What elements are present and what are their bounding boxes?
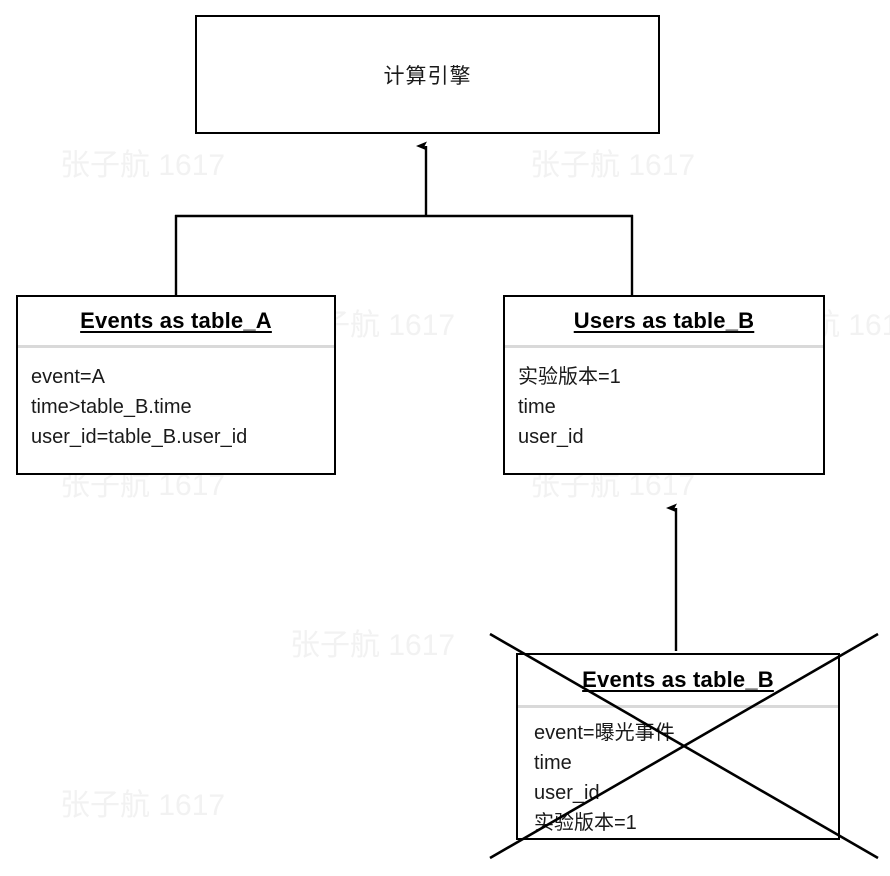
node-compute-engine-label: 计算引擎 bbox=[383, 64, 472, 88]
node-events-table-b-deleted-body: event=曝光事件 time user_id 实验版本=1 bbox=[518, 708, 838, 838]
node-events-table-b-deleted-title: Events as table_B bbox=[582, 667, 774, 692]
node-users-table-b-title: Users as table_B bbox=[573, 308, 755, 333]
node-events-table-b-deleted-header: Events as table_B bbox=[518, 655, 838, 705]
node-events-table-a[interactable]: Events as table_A event=A time>table_B.t… bbox=[16, 295, 336, 475]
node-attribute: 实验版本=1 bbox=[534, 812, 637, 834]
node-attribute: time bbox=[534, 752, 572, 774]
node-compute-engine[interactable]: 计算引擎 bbox=[195, 15, 660, 134]
watermark-text: 张子航 1617 bbox=[530, 149, 696, 182]
node-events-table-a-title: Events as table_A bbox=[80, 308, 272, 333]
node-events-table-a-body: event=A time>table_B.time user_id=table_… bbox=[18, 348, 334, 452]
node-attribute: user_id bbox=[534, 782, 600, 804]
node-divider bbox=[18, 345, 334, 348]
watermark-text: 张子航 1617 bbox=[290, 629, 456, 662]
node-users-table-b-body: 实验版本=1 time user_id bbox=[505, 348, 823, 452]
node-attribute: 实验版本=1 bbox=[518, 366, 621, 388]
node-attribute: event=曝光事件 bbox=[534, 722, 675, 744]
watermark-text: 张子航 1617 bbox=[60, 789, 226, 822]
node-divider bbox=[505, 345, 823, 348]
node-events-table-a-header: Events as table_A bbox=[18, 297, 334, 345]
node-events-table-b-deleted[interactable]: Events as table_B event=曝光事件 time user_i… bbox=[516, 653, 840, 840]
node-attribute: user_id bbox=[518, 426, 584, 448]
node-attribute: time bbox=[518, 396, 556, 418]
node-users-table-b[interactable]: Users as table_B 实验版本=1 time user_id bbox=[503, 295, 825, 475]
watermark-text: 张子航 1617 bbox=[60, 149, 226, 182]
node-users-table-b-header: Users as table_B bbox=[505, 297, 823, 345]
node-attribute: event=A bbox=[31, 366, 105, 388]
node-attribute: time>table_B.time bbox=[31, 396, 192, 418]
node-attribute: user_id=table_B.user_id bbox=[31, 426, 248, 448]
